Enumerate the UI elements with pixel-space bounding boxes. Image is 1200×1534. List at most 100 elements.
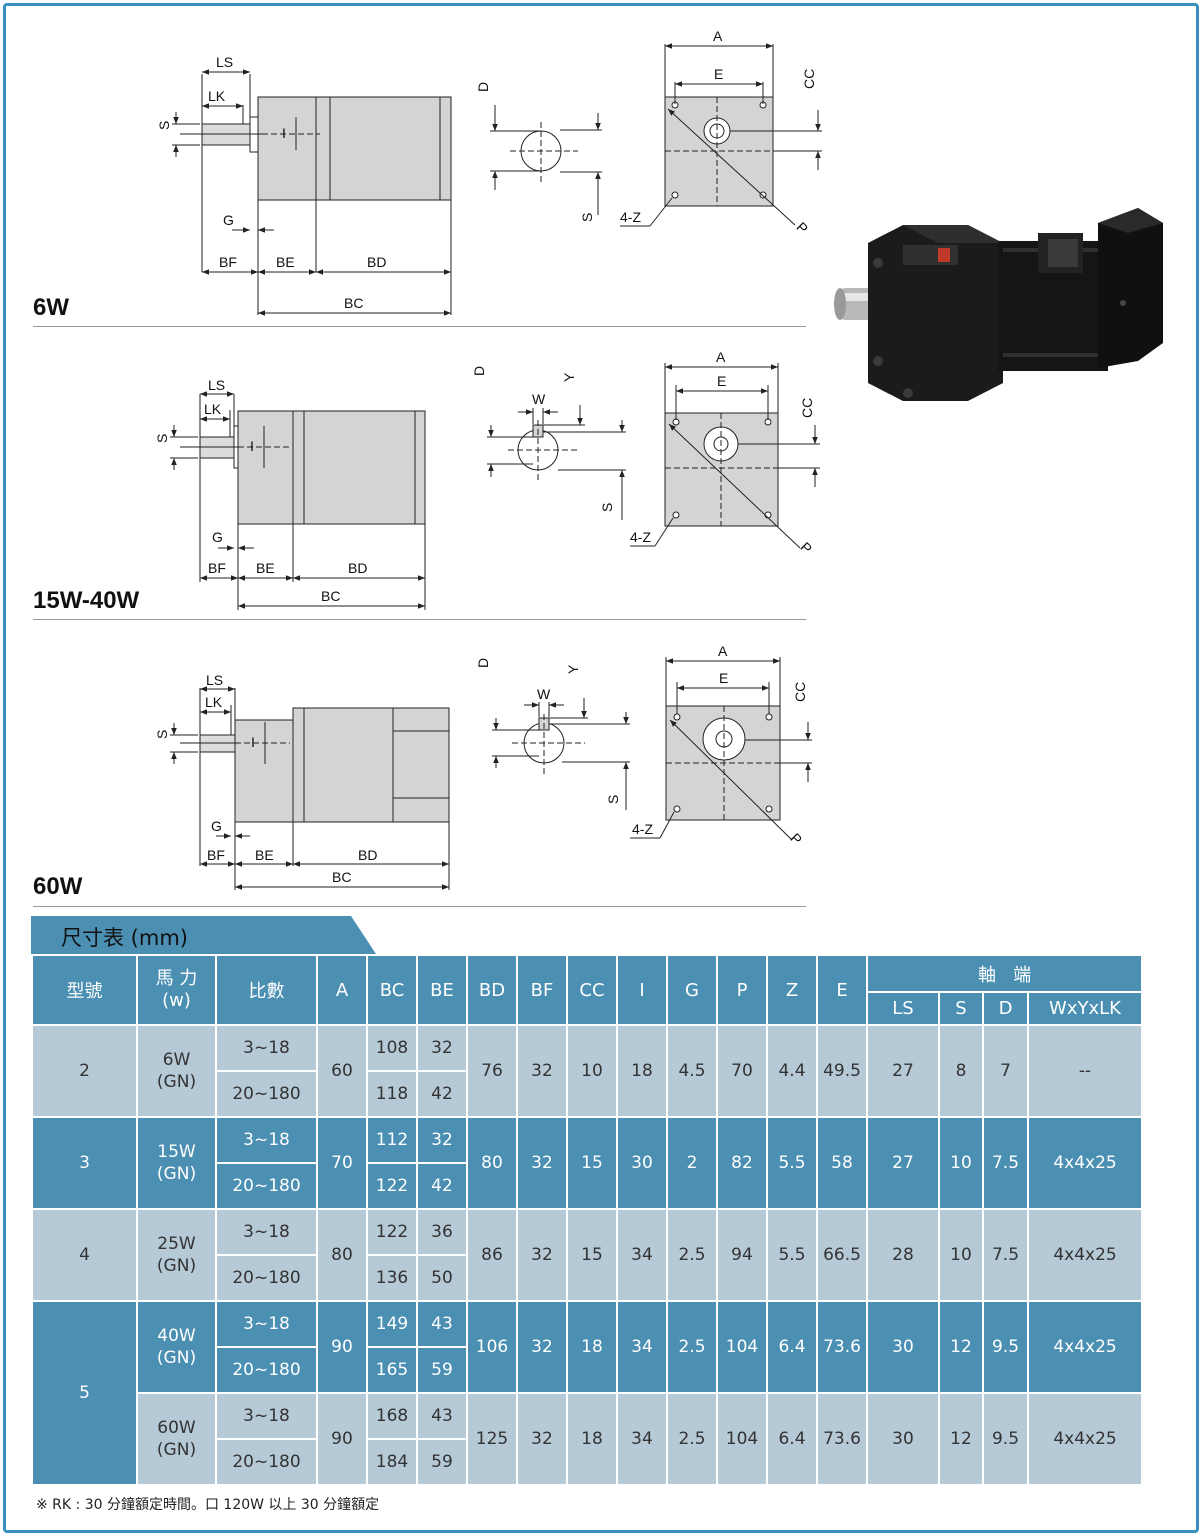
- dim-label-e: E: [717, 373, 726, 389]
- cell-s: 10: [938, 1208, 984, 1302]
- cell-be: 50: [416, 1254, 468, 1302]
- dim-label-a: A: [718, 643, 728, 659]
- header-bc: BC: [366, 954, 418, 1026]
- dim-label-s: S: [605, 795, 621, 804]
- cell-ls: 28: [866, 1208, 940, 1302]
- dim-label-d: D: [471, 366, 487, 376]
- cell-d: 9.5: [982, 1392, 1029, 1486]
- dim-label-s: S: [156, 121, 172, 130]
- header-bf: BF: [516, 954, 568, 1026]
- cell-bf: 32: [516, 1116, 568, 1210]
- dim-label-be: BE: [256, 560, 275, 576]
- side-view-6w: [172, 69, 452, 316]
- cell-bc: 149: [366, 1300, 418, 1348]
- dim-label-g: G: [223, 212, 234, 228]
- shaft-end-view-6w: [490, 105, 602, 215]
- dim-label-bf: BF: [207, 847, 225, 863]
- cell-d: 7.5: [982, 1208, 1029, 1302]
- cell-bc: 122: [366, 1162, 418, 1210]
- cell-e: 58: [816, 1116, 868, 1210]
- table-row: 5 40W (GN) 3~18 90 149 43 106 32 18 34 2…: [31, 1300, 1144, 1486]
- dim-label-bd: BD: [348, 560, 367, 576]
- dim-label-bc: BC: [332, 869, 351, 885]
- dim-label-ls: LS: [208, 377, 225, 393]
- cell-bd: 106: [466, 1300, 518, 1394]
- section-label-6w: 6W: [33, 294, 69, 321]
- cell-ratio: 3~18: [215, 1392, 318, 1440]
- cell-cc: 18: [566, 1300, 618, 1394]
- dim-label-bc: BC: [344, 295, 363, 311]
- cell-a: 60: [316, 1024, 368, 1118]
- table-row: 20~180 122 42: [32, 1162, 1142, 1210]
- dim-label-a: A: [713, 28, 723, 44]
- cell-z: 5.5: [766, 1116, 818, 1210]
- dim-label-s: S: [154, 434, 170, 443]
- dim-label-s: S: [579, 213, 595, 222]
- front-view-60w: [630, 657, 812, 841]
- cell-ratio: 20~180: [215, 1346, 318, 1394]
- header-a: A: [316, 954, 368, 1026]
- cell-a: 70: [316, 1116, 368, 1210]
- header-be: BE: [416, 954, 468, 1026]
- cell-s: 10: [938, 1116, 984, 1210]
- table-row: 60W (GN) 3~18 90 168 43 125 32 18 34 2.5…: [32, 1392, 1144, 1486]
- cell-cc: 15: [566, 1116, 618, 1210]
- cell-be: 43: [416, 1392, 468, 1440]
- cell-s: 8: [938, 1024, 984, 1118]
- cell-be: 42: [416, 1070, 468, 1118]
- cell-g: 2.5: [666, 1392, 718, 1486]
- cell-a: 80: [316, 1208, 368, 1302]
- cell-g: 2.5: [666, 1208, 718, 1302]
- cell-wxylk: --: [1026, 1024, 1144, 1118]
- cell-be: 59: [416, 1438, 468, 1486]
- table-row: 4 25W (GN) 3~18 80 122 36 86 32 15 34 2.…: [31, 1208, 1144, 1302]
- cell-power: 6W (GN): [136, 1024, 217, 1118]
- dim-label-bd: BD: [367, 254, 386, 270]
- header-bd: BD: [466, 954, 518, 1026]
- dim-label-i: I: [251, 734, 255, 750]
- dim-label-ls: LS: [206, 672, 223, 688]
- cell-model: 2: [31, 1024, 138, 1118]
- cell-e: 73.6: [816, 1392, 868, 1486]
- motor-photo: [834, 208, 1163, 401]
- dim-label-be: BE: [276, 254, 295, 270]
- table-row: 20~180 165 59: [32, 1346, 1142, 1394]
- cell-model: 5: [31, 1300, 138, 1486]
- cell-be: 32: [416, 1116, 468, 1164]
- dim-label-w: W: [532, 391, 546, 407]
- cell-g: 4.5: [666, 1024, 718, 1118]
- cell-bc: 112: [366, 1116, 418, 1164]
- cell-i: 34: [616, 1392, 668, 1486]
- dim-label-ls: LS: [216, 54, 233, 70]
- cell-e: 73.6: [816, 1300, 868, 1394]
- dimension-table-title: 尺寸表 (mm): [61, 926, 188, 950]
- cell-bd: 80: [466, 1116, 518, 1210]
- cell-z: 5.5: [766, 1208, 818, 1302]
- dim-label-i: I: [282, 125, 286, 141]
- footnote: ※ RK : 30 分鐘額定時間。口 120W 以上 30 分鐘額定: [36, 1497, 380, 1513]
- cell-be: 42: [416, 1162, 468, 1210]
- dim-label-y: Y: [565, 664, 581, 674]
- cell-bc: 108: [366, 1024, 418, 1072]
- front-view-15w-40w: [630, 363, 820, 549]
- dim-label-d: D: [475, 82, 491, 92]
- dim-label-p: P: [787, 830, 805, 848]
- dim-label-4z: 4-Z: [632, 821, 653, 837]
- section-divider: [33, 326, 806, 327]
- section-label-60w: 60W: [33, 873, 83, 900]
- cell-i: 34: [616, 1208, 668, 1302]
- cell-model: 3: [31, 1116, 138, 1210]
- dim-label-lk: LK: [204, 401, 222, 417]
- dimension-drawings: LS LK S I G BF BE BD BC D S A E CC 4-Z P…: [154, 28, 822, 890]
- section-label-15w-40w: 15W-40W: [33, 587, 140, 614]
- cell-ratio: 3~18: [215, 1300, 318, 1348]
- dim-label-d: D: [475, 658, 491, 668]
- table-row: 20~180 184 59: [32, 1438, 1142, 1486]
- dim-label-w: W: [537, 686, 551, 702]
- section-divider: [33, 906, 806, 907]
- cell-p: 104: [716, 1300, 768, 1394]
- cell-cc: 18: [566, 1392, 618, 1486]
- cell-power: 15W (GN): [136, 1116, 217, 1210]
- cell-cc: 10: [566, 1024, 618, 1118]
- cell-bc: 165: [366, 1346, 418, 1394]
